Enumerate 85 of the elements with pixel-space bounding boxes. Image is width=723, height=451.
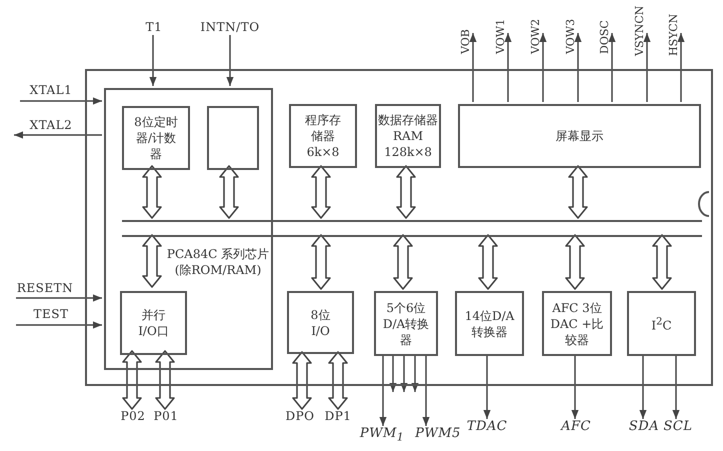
block-label: 14位D/A转换器 bbox=[464, 308, 516, 340]
pin-label: VOW3 bbox=[563, 6, 576, 54]
bus-arrow bbox=[292, 351, 312, 410]
bus-arrow bbox=[155, 350, 175, 410]
signal-arrow bbox=[639, 354, 647, 419]
pin-label: P01 bbox=[152, 409, 180, 424]
signal-arrow bbox=[677, 33, 685, 102]
function-block bbox=[455, 291, 524, 356]
pin-label: SDA bbox=[626, 419, 662, 436]
bus-arrow bbox=[311, 165, 331, 219]
bus-arrow bbox=[142, 234, 162, 288]
function-block bbox=[374, 291, 438, 356]
signal-arrow bbox=[539, 33, 547, 102]
block-label: I$^{2}$C bbox=[650, 315, 673, 333]
bus-arrow bbox=[311, 234, 331, 290]
chip-outline bbox=[85, 69, 713, 386]
pin-label: XTAL2 bbox=[24, 118, 78, 133]
pin-label: AFC bbox=[556, 419, 596, 436]
block-label: 并行I/O口 bbox=[137, 307, 170, 339]
signal-arrow bbox=[574, 33, 582, 102]
block-label: 数据存储器RAM 128k×8 bbox=[377, 112, 439, 160]
data-bus bbox=[122, 220, 702, 237]
function-block bbox=[122, 106, 190, 170]
signal-arrow bbox=[389, 354, 397, 392]
bus-arrow bbox=[122, 350, 142, 410]
pin-label: RESETN bbox=[12, 281, 78, 296]
pin-label: DPO bbox=[283, 409, 317, 424]
pin-label: HSYCN bbox=[666, 2, 679, 56]
signal-arrow bbox=[16, 321, 102, 329]
function-block bbox=[458, 104, 701, 168]
block-frame bbox=[104, 88, 273, 370]
signal-arrow bbox=[16, 294, 102, 302]
signal-arrow bbox=[504, 33, 512, 102]
bus-arrow bbox=[652, 234, 672, 290]
pin-label: TEST bbox=[28, 307, 74, 322]
block-label: 8位I/O bbox=[310, 306, 332, 338]
bus-arrow bbox=[142, 165, 162, 219]
bus-arrow bbox=[478, 234, 498, 290]
signal-arrow bbox=[469, 33, 477, 102]
block-label: 8位定时器/计数器 bbox=[133, 114, 179, 162]
bus-arrow bbox=[393, 234, 413, 290]
function-block bbox=[627, 291, 696, 356]
signal-arrow bbox=[672, 354, 680, 419]
function-block bbox=[207, 106, 259, 170]
block-label: 屏幕显示 bbox=[554, 128, 604, 144]
bus-arrow bbox=[396, 165, 416, 219]
signal-arrow bbox=[400, 354, 408, 392]
signal-arrow bbox=[422, 354, 430, 426]
pin-label: P02 bbox=[119, 409, 147, 424]
function-block bbox=[375, 104, 441, 168]
pin-label: VOB bbox=[458, 6, 471, 54]
signal-arrow bbox=[643, 33, 651, 102]
pin-label: PWM$_{1}$ bbox=[358, 426, 406, 443]
signal-arrow bbox=[226, 35, 234, 86]
bus-arrow bbox=[219, 165, 239, 219]
function-block bbox=[287, 291, 354, 354]
pin-label: XTAL1 bbox=[24, 83, 78, 98]
function-block bbox=[542, 291, 612, 356]
block-label: 5个6位D/A转换器 bbox=[382, 300, 430, 348]
signal-arrow bbox=[14, 131, 102, 139]
signal-arrow bbox=[483, 354, 491, 419]
pin-label: T1 bbox=[143, 20, 165, 35]
bus-arrow bbox=[328, 351, 348, 410]
function-block bbox=[120, 291, 187, 355]
bus-arrow bbox=[565, 234, 585, 290]
pin-label: PWM5 bbox=[414, 426, 462, 443]
bus-arrow bbox=[568, 165, 588, 219]
block-label: 程序存储器6k×8 bbox=[304, 112, 342, 160]
pin-label: VSYNCN bbox=[632, 2, 645, 56]
signal-arrow bbox=[149, 35, 157, 86]
pin-label: TDAC bbox=[461, 419, 513, 436]
signal-arrow bbox=[20, 97, 102, 105]
pin-label: VOW1 bbox=[493, 6, 506, 54]
pin-label: DOSC bbox=[597, 6, 610, 54]
signal-arrow bbox=[608, 33, 616, 102]
signal-arrow bbox=[411, 354, 419, 392]
pin-label: DP1 bbox=[322, 409, 354, 424]
signal-arrow bbox=[379, 354, 387, 426]
pin-label: SCL bbox=[660, 419, 696, 436]
pin-label: VOW2 bbox=[528, 6, 541, 54]
pin-label: INTN/TO bbox=[192, 20, 268, 35]
block-caption: PCA84C 系列芯片(除ROM/RAM) bbox=[166, 246, 270, 278]
function-block bbox=[289, 104, 357, 168]
signal-arrow bbox=[571, 354, 579, 419]
block-label: AFC 3位DAC +比较器 bbox=[549, 300, 605, 348]
